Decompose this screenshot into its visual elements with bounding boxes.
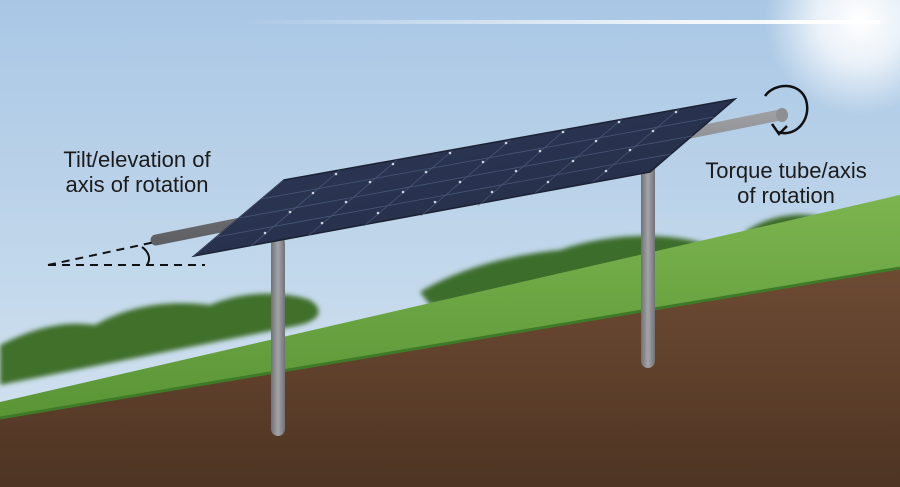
tilt-label-line-1: Tilt/elevation of bbox=[22, 147, 252, 172]
post-right bbox=[641, 160, 655, 368]
torque-label-line-2: of rotation bbox=[686, 183, 886, 208]
light-streak bbox=[240, 20, 880, 24]
tilt-label-line-2: axis of rotation bbox=[22, 172, 252, 197]
post-left bbox=[271, 236, 285, 436]
tilt-elevation-label: Tilt/elevation of axis of rotation bbox=[22, 147, 252, 197]
torque-label-line-1: Torque tube/axis bbox=[686, 158, 886, 183]
torque-tube-end bbox=[776, 108, 788, 122]
torque-tube-label: Torque tube/axis of rotation bbox=[686, 158, 886, 208]
